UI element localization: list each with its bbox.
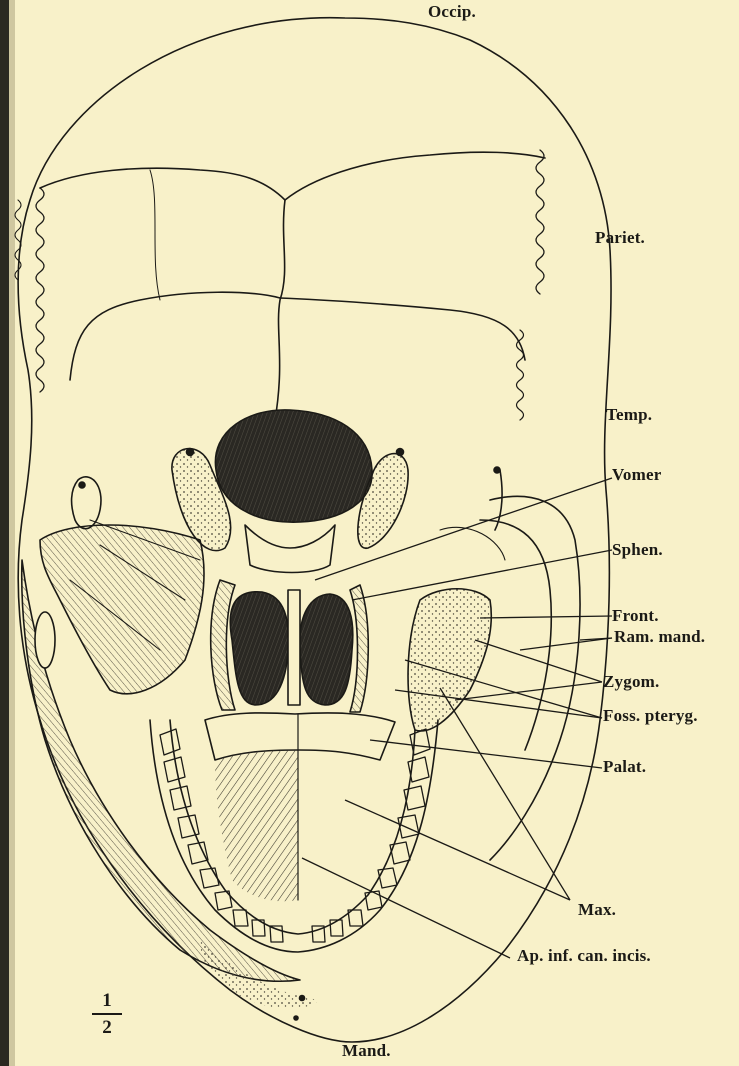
leader-lines <box>302 478 612 958</box>
label-incisive-canal: Ap. inf. can. incis. <box>517 946 651 966</box>
hard-palate <box>205 713 395 760</box>
lambdoid-suture <box>40 152 545 200</box>
teeth-right <box>312 729 430 942</box>
scale-numerator: 1 <box>102 990 112 1011</box>
label-temporal: Temp. <box>606 405 652 425</box>
left-suture <box>36 188 44 392</box>
label-mandible: Mand. <box>342 1041 391 1061</box>
vomer <box>288 590 300 705</box>
label-vomer: Vomer <box>612 465 661 485</box>
scale-fraction: 1 2 <box>92 990 122 1039</box>
label-parietal: Pariet. <box>595 228 645 248</box>
occipital-curve-left <box>70 292 280 380</box>
fraction-bar <box>92 1013 122 1015</box>
label-maxilla: Max. <box>578 900 616 920</box>
zygomatic-right <box>408 589 491 731</box>
label-occipital: Occip. <box>428 2 476 22</box>
mastoid-left <box>72 477 101 529</box>
label-sphenoid: Sphen. <box>612 540 663 560</box>
choana-right <box>300 594 353 705</box>
palate-shaded <box>215 750 298 901</box>
label-frontal: Front. <box>612 606 659 626</box>
foramen-magnum <box>215 410 372 522</box>
occipital-curve-right <box>280 298 525 360</box>
scale-denominator: 2 <box>102 1017 112 1038</box>
label-zygomatic: Zygom. <box>603 672 659 692</box>
sagittal-suture <box>275 200 285 420</box>
choana-left <box>230 592 288 705</box>
zygomatic-left <box>40 525 204 694</box>
basilar-process <box>245 525 335 573</box>
label-pterygoid-fossa: Foss. pteryg. <box>603 706 698 726</box>
mandible-ramus-right <box>490 496 580 860</box>
label-ramus-mandible: Ram. mand. <box>614 627 705 647</box>
label-palatine: Palat. <box>603 757 646 777</box>
right-suture <box>536 150 544 294</box>
